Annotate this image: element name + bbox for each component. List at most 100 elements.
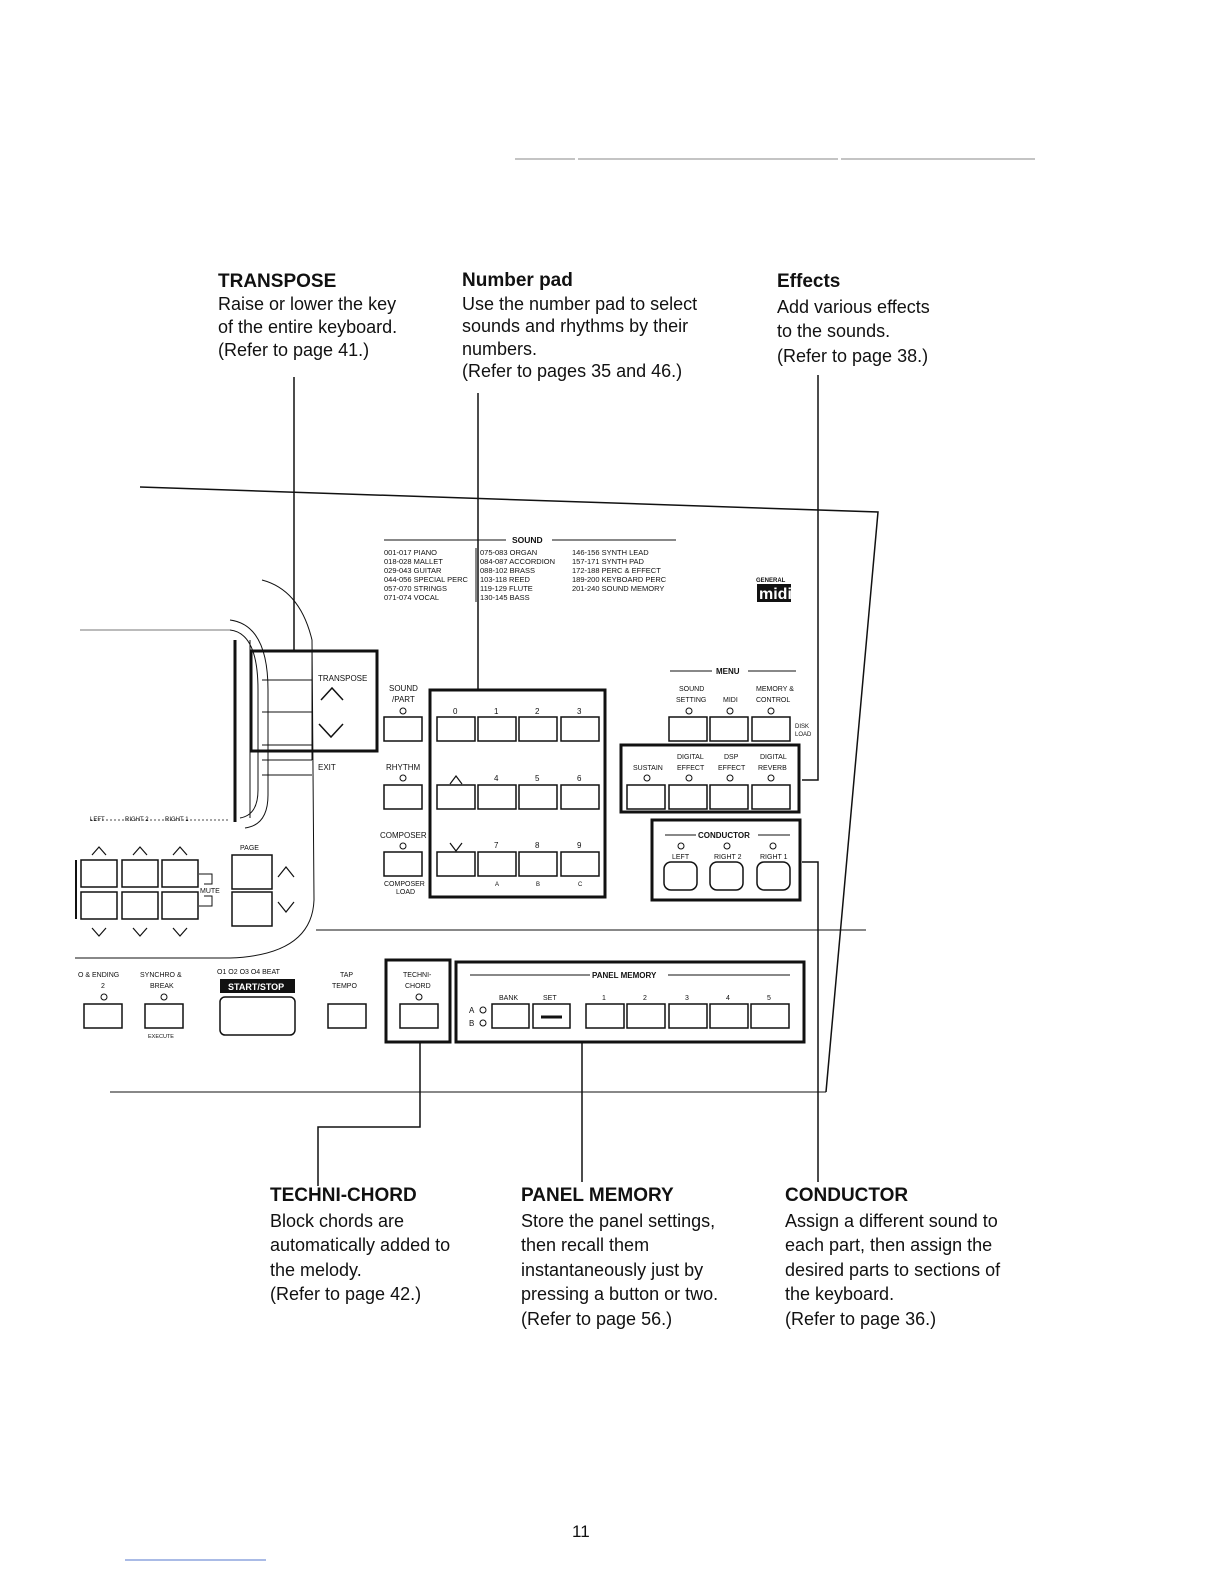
sound-cat: 018-028 MALLET	[384, 557, 443, 566]
synchro-label: BREAK	[150, 983, 174, 990]
menu-label: SOUND	[679, 686, 704, 693]
tap-tempo-label: TAP	[340, 972, 353, 979]
callout-title: CONDUCTOR	[785, 1185, 909, 1206]
callout-line: Assign a different sound to	[785, 1210, 998, 1231]
callout-line: of the entire keyboard.	[218, 317, 398, 337]
sound-cat: 119-129 FLUTE	[480, 584, 533, 593]
transpose-label: TRANSPOSE	[318, 674, 367, 683]
pm-number: 2	[643, 995, 647, 1002]
callout-line: Add various effects	[777, 296, 930, 317]
pm-number: 5	[767, 995, 771, 1002]
bank-label: BANK	[499, 995, 518, 1002]
sound-part-label: SOUND	[389, 684, 418, 693]
sound-cat: 084-087 ACCORDION	[480, 557, 555, 566]
panel-memory-label: PANEL MEMORY	[592, 971, 657, 980]
callout-line: (Refer to page 36.)	[785, 1308, 937, 1329]
menu-label: SETTING	[676, 697, 706, 704]
effect-label: EFFECT	[677, 765, 705, 772]
callout-title: Number pad	[462, 270, 573, 291]
mute-label: MUTE	[200, 888, 220, 895]
sound-cat: 044-056 SPECIAL PERC	[384, 575, 469, 584]
callout-line: (Refer to page 56.)	[521, 1308, 673, 1329]
beat-label: O1 O2 O3 O4 BEAT	[217, 969, 281, 976]
panelmemory-callout: PANEL MEMORY Store the panel settings, t…	[521, 1184, 718, 1331]
gm-top: GENERAL	[756, 578, 786, 584]
sound-cat: 157-171 SYNTH PAD	[572, 557, 645, 566]
rhythm-label: RHYTHM	[386, 763, 421, 772]
exit-label: EXIT	[318, 763, 336, 772]
sound-part-label: /PART	[392, 695, 415, 704]
sound-cat: 146-156 SYNTH LEAD	[572, 548, 649, 557]
pm-number: 1	[602, 995, 606, 1002]
conductor-part: RIGHT 2	[714, 854, 742, 861]
set-label: SET	[543, 995, 557, 1002]
callout-line: sounds and rhythms by their	[462, 316, 689, 336]
technichord-callout: TECHNI-CHORD Block chords are automatica…	[270, 1184, 450, 1307]
callout-line: (Refer to page 41.)	[218, 340, 370, 360]
sound-cat: 189-200 KEYBOARD PERC	[572, 575, 667, 584]
numpad-label: 4	[494, 774, 499, 783]
part-label: RIGHT 2	[125, 817, 149, 823]
disk-load-label: LOAD	[795, 732, 812, 738]
menu-header: MENU	[716, 667, 740, 676]
callout-line: Block chords are	[270, 1210, 405, 1231]
sound-cat: 001-017 PIANO	[384, 548, 437, 557]
sound-cat: 103-118 REED	[480, 575, 530, 584]
transpose-callout: TRANSPOSE Raise or lower the key of the …	[218, 270, 397, 362]
numberpad-callout: Number pad Use the number pad to select …	[462, 270, 697, 383]
ending-label: 2	[101, 983, 105, 990]
callout-line: numbers.	[462, 338, 538, 359]
callout-line: Raise or lower the key	[218, 294, 397, 314]
callout-line: to the sounds.	[777, 321, 891, 341]
numpad-letter: B	[536, 882, 540, 888]
callout-line: the keyboard.	[785, 1284, 895, 1304]
tap-tempo-label: TEMPO	[332, 983, 357, 990]
effect-label: SUSTAIN	[633, 765, 663, 772]
callout-line: (Refer to page 38.)	[777, 345, 929, 366]
disk-load-label: DISK	[795, 724, 809, 730]
conductor-header: CONDUCTOR	[698, 831, 750, 840]
callout-title: TRANSPOSE	[218, 271, 337, 292]
menu-label: CONTROL	[756, 697, 790, 704]
page-label: PAGE	[240, 845, 259, 852]
sound-cat: 130-145 BASS	[480, 593, 530, 602]
bank-b-label: B	[469, 1019, 474, 1028]
effect-label: REVERB	[758, 765, 787, 772]
pm-number: 4	[726, 995, 730, 1002]
callout-line: the melody.	[270, 1259, 362, 1280]
callout-title: Effects	[777, 271, 841, 292]
callout-line: each part, then assign the	[785, 1235, 993, 1255]
effect-label: DIGITAL	[760, 754, 787, 761]
techni-chord-label: TECHNI-	[403, 972, 432, 979]
sound-cat: 201-240 SOUND MEMORY	[572, 584, 664, 593]
callout-line: automatically added to	[270, 1235, 451, 1255]
bank-a-label: A	[469, 1006, 475, 1015]
pm-number: 3	[685, 995, 689, 1002]
composer-load-label: COMPOSER	[384, 881, 425, 888]
numpad-label: 1	[494, 707, 499, 716]
composer-load-label: LOAD	[396, 889, 415, 896]
sound-cat: 075-083 ORGAN	[480, 548, 537, 557]
synchro-label: SYNCHRO &	[140, 972, 182, 979]
callout-line: Store the panel settings,	[521, 1210, 716, 1231]
effect-label: DIGITAL	[677, 754, 704, 761]
numpad-label: 8	[535, 841, 540, 850]
callout-title: PANEL MEMORY	[521, 1185, 674, 1206]
page-number: 11	[572, 1522, 590, 1541]
conductor-callout: CONDUCTOR Assign a different sound to ea…	[785, 1184, 1000, 1331]
ending-label: O & ENDING	[78, 972, 119, 979]
effects-callout: Effects Add various effects to the sound…	[777, 270, 930, 368]
callout-line: instantaneously just by	[521, 1259, 704, 1280]
part-label: LEFT	[90, 817, 105, 823]
execute-label: EXECUTE	[148, 1034, 174, 1040]
composer-label: COMPOSER	[380, 831, 427, 840]
callout-line: Use the number pad to select	[462, 293, 698, 314]
sound-header: SOUND	[512, 535, 543, 545]
sound-cat: 088-102 BRASS	[480, 566, 535, 575]
callout-line: then recall them	[521, 1235, 650, 1255]
callout-line: desired parts to sections of	[785, 1259, 1001, 1280]
gm-logo-text: midi	[759, 586, 792, 603]
numpad-label: 6	[577, 774, 582, 783]
conductor-part: LEFT	[672, 854, 690, 861]
